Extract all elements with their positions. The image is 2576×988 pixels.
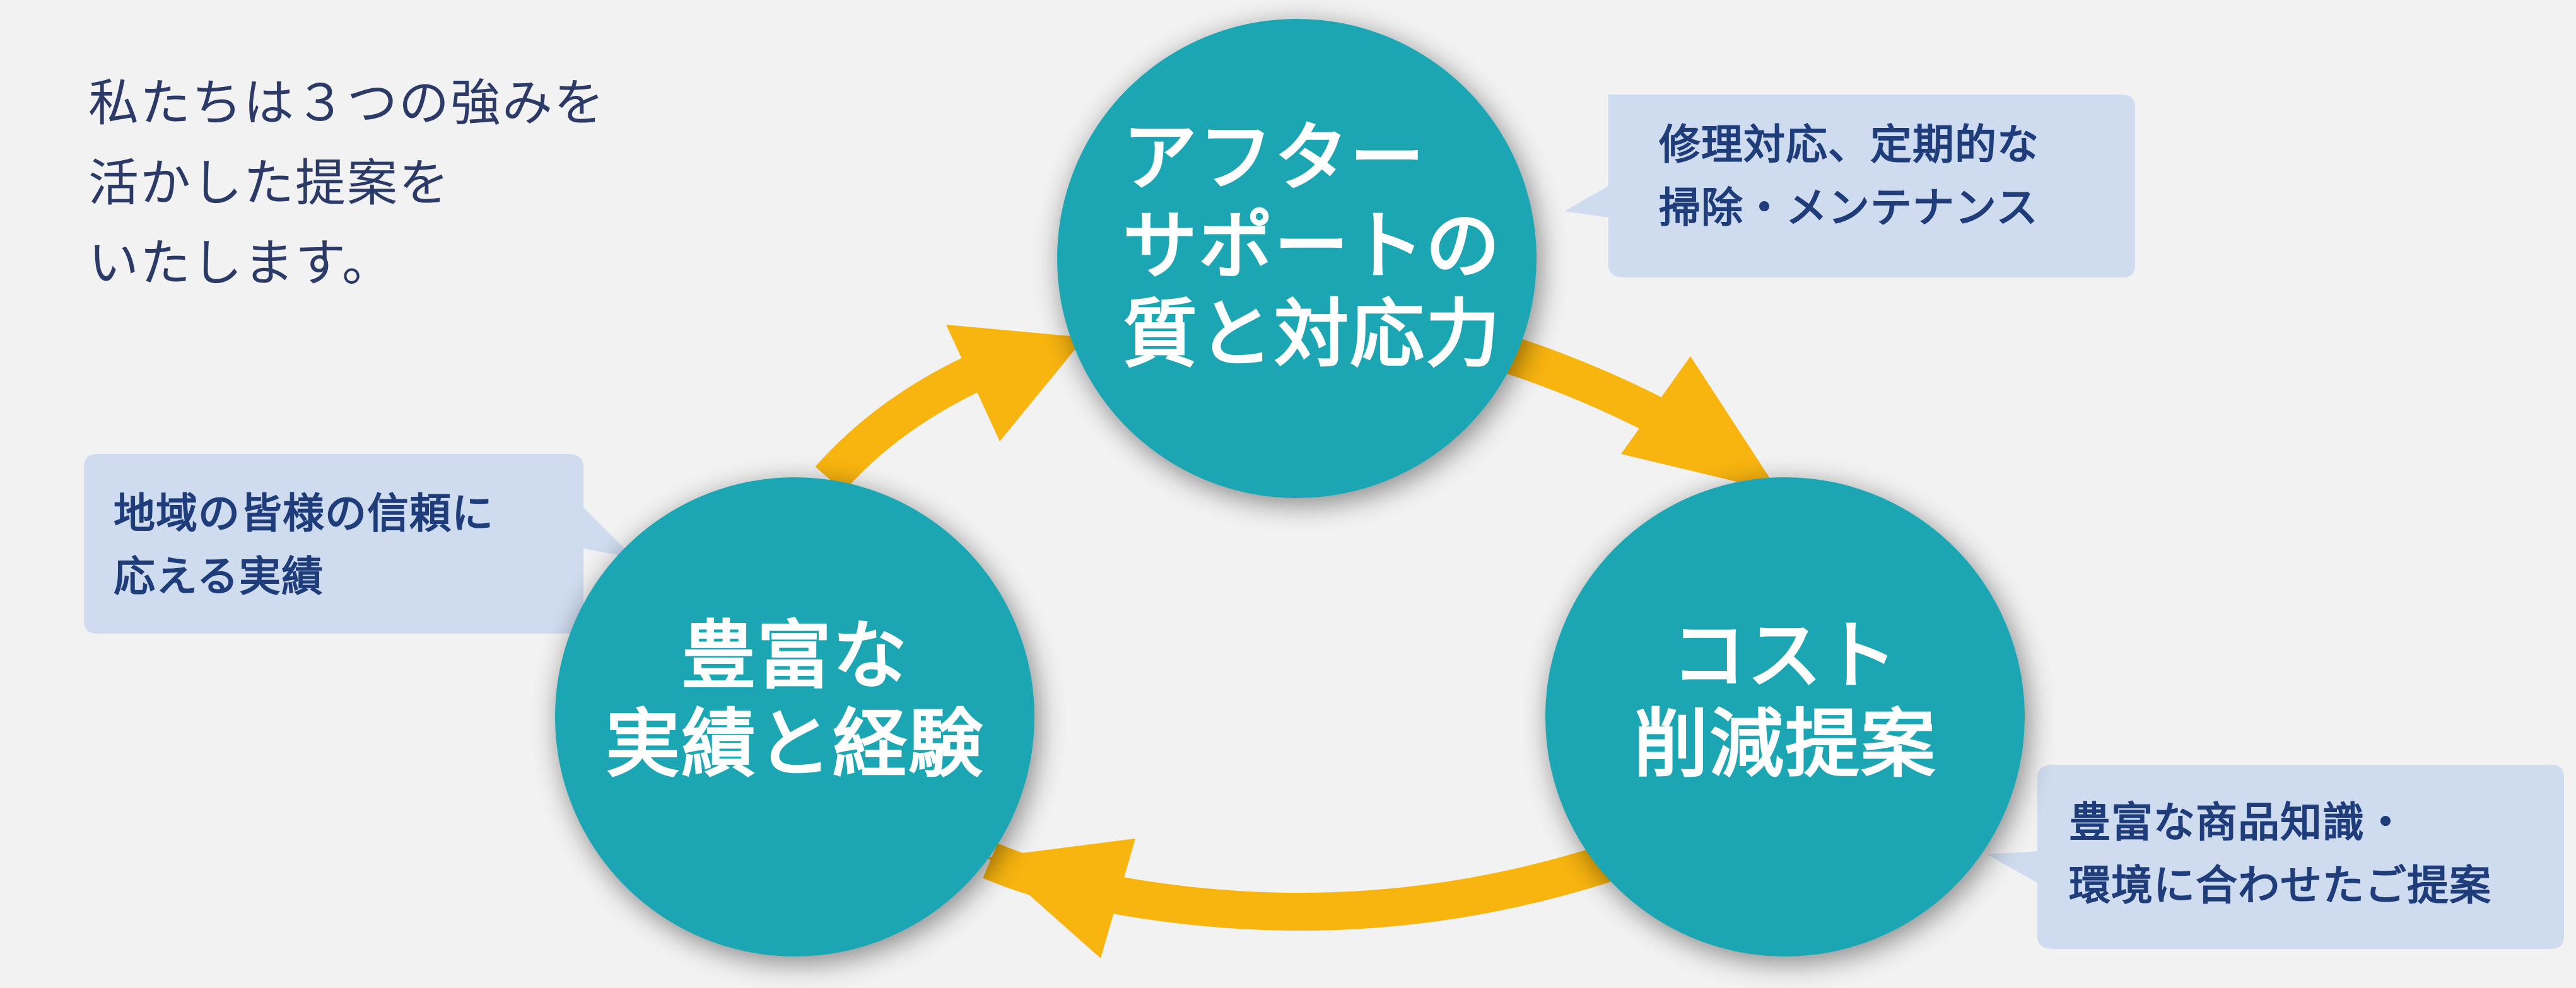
callout-right-bubble — [1987, 765, 2564, 949]
circle-right — [1545, 477, 2025, 956]
arrow-left-to-top — [815, 325, 1085, 492]
circle-top — [1057, 19, 1537, 498]
callout-left-text: 地域の皆様の信頼に 応える実績 — [114, 489, 494, 601]
circle-left-label: 豊富な 実績と経験 — [605, 612, 984, 787]
arrow-top-to-right — [1489, 332, 1779, 492]
callout-left-bubble — [84, 454, 634, 634]
circle-left — [555, 477, 1034, 956]
callout-top-bubble — [1564, 95, 2135, 277]
callout-right-text: 豊富な商品知識・ 環境に合わせたご提案 — [2069, 798, 2491, 910]
circle-right-label: コスト 削減提案 — [1633, 612, 1936, 787]
callout-top-text: 修理対応、定期的な 掃除・メンテナンス — [1659, 120, 2039, 232]
circle-top-label: アフター サポートの 質と対応力 — [1123, 114, 1502, 378]
tagline-text: 私たちは３つの強みを 活かした提案を いたします。 — [88, 74, 606, 293]
arrow-right-to-left — [983, 839, 1621, 958]
